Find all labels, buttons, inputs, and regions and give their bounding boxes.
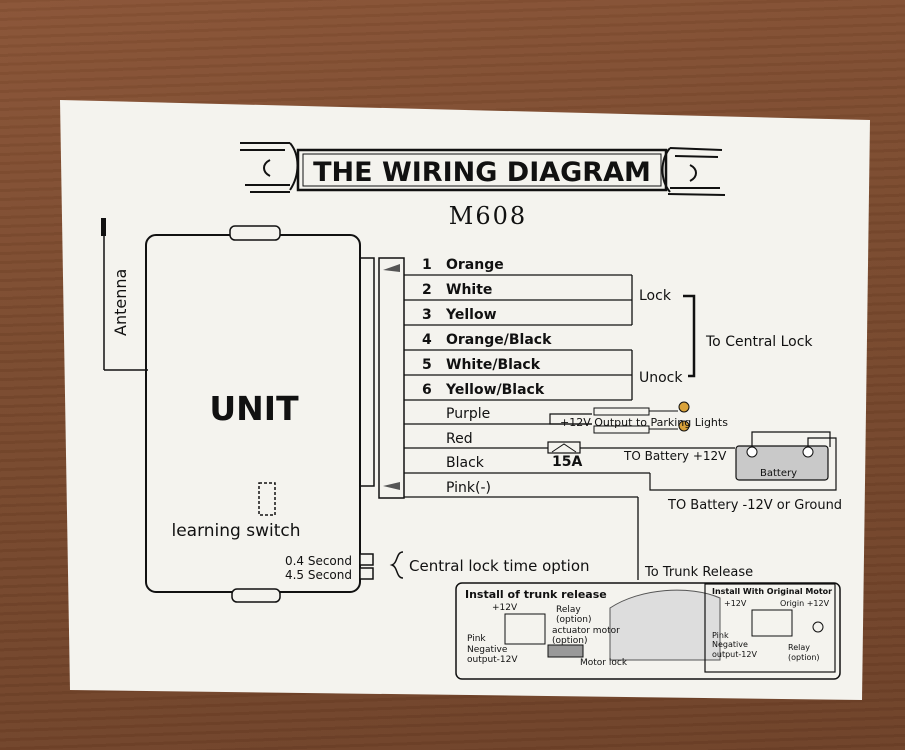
antenna [101,218,148,371]
wire-color-6: Yellow/Black [445,382,545,398]
wire-num-5: 5 [422,357,432,373]
svg-text:(option): (option) [788,653,820,662]
wire-color-1: Orange [446,257,504,273]
bulb-icon [678,401,690,432]
wire-num-3: 3 [422,307,432,323]
learning-switch-label: learning switch [171,521,300,541]
svg-text:output-12V: output-12V [712,650,757,659]
unit-top-tab [229,225,281,241]
fuse-icon [547,441,581,454]
page-title: THE WIRING DIAGRAM [313,157,651,188]
svg-text:+12V: +12V [492,603,518,613]
svg-text:Relay: Relay [788,643,810,652]
time-option-jumper-0 [359,553,374,566]
svg-text:Negative: Negative [467,645,508,655]
trunk-relay-icon [504,613,546,645]
actuator-icon [547,644,584,658]
trunk-release-label: To Trunk Release [644,565,753,580]
title-ornament-right [661,147,726,196]
svg-text:output-12V: output-12V [467,655,518,665]
parking-lights-connector [549,407,678,434]
connector-housing [359,257,375,487]
motor-icon [812,621,824,633]
battery-label: Battery [760,468,797,479]
battery-minus-label: TO Battery -12V or Ground [667,498,842,513]
model-number: M608 [449,202,527,230]
car-trunk-sketch [609,589,721,661]
svg-text:Negative: Negative [712,640,748,649]
wire-color-red: Red [446,431,473,447]
svg-text:Relay: Relay [556,605,581,615]
trunk-install-title: Install of trunk release [465,588,607,601]
svg-text:(option): (option) [556,615,591,625]
unit-label: UNIT [209,389,299,428]
wire-num-4: 4 [422,332,432,348]
time-option-jumper-1 [359,567,374,580]
svg-text:Origin +12V: Origin +12V [780,599,830,608]
wire-num-2: 2 [422,282,432,298]
time-option-0: 0.4 Second [285,554,352,568]
svg-text:Pink: Pink [467,634,486,644]
parking-lights-label: +12V Output to Parking Lights [560,416,728,429]
time-option-1: 4.5 Second [285,568,352,582]
wire-color-black: Black [446,455,485,471]
original-motor-panel [704,583,836,673]
antenna-label: Antenna [111,269,130,336]
wire-color-5: White/Black [446,357,541,373]
trunk-install-panel [455,582,841,680]
learning-switch [258,482,276,516]
wire-num-6: 6 [422,382,432,398]
connector-plug [378,257,405,499]
central-lock-bracket [683,294,696,378]
wire-color-2: White [446,282,492,298]
battery-plus-label: TO Battery +12V [623,449,727,463]
svg-text:Pink: Pink [712,631,729,640]
svg-text:(option): (option) [552,636,587,646]
svg-text:Motor lock: Motor lock [580,658,628,668]
wire-color-4: Orange/Black [446,332,552,348]
battery-icon [649,431,837,491]
unlock-label: Unock [639,370,683,386]
svg-text:+12V: +12V [724,599,747,608]
original-relay-icon [751,609,793,637]
time-option-brace [389,551,404,579]
wire-color-pink: Pink(-) [446,480,491,496]
unit-bottom-tab [231,588,281,603]
title-frame [296,148,668,192]
svg-text:actuator motor: actuator motor [552,626,620,636]
lock-label: Lock [639,288,672,304]
original-motor-title: Install With Original Motor [712,587,832,596]
wire-color-3: Yellow [445,307,497,323]
fuse-label: 15A [552,454,582,470]
wire-lines [404,274,650,498]
wire-color-purple: Purple [446,406,490,422]
central-lock-label: To Central Lock [705,334,813,350]
wire-num-1: 1 [422,257,432,273]
time-option-label: Central lock time option [409,557,590,575]
